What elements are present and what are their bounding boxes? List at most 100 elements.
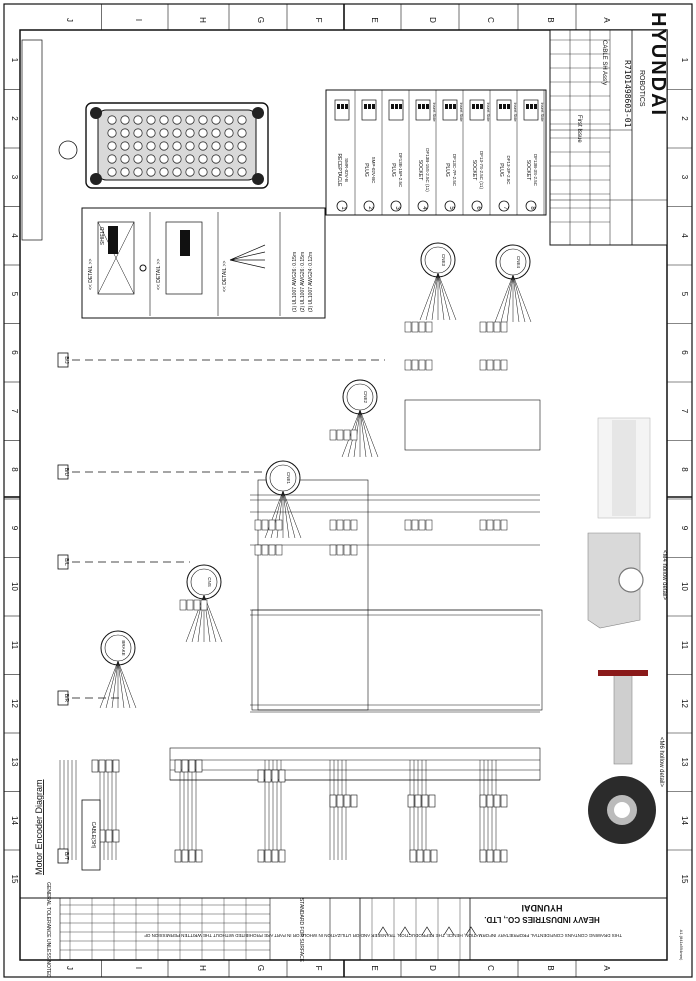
general-tolerance: GENERAL TOLERANCE UNLESS NOTED [45, 882, 51, 978]
column-letter-bottom: G [256, 965, 265, 971]
row-number-right: 13 [680, 758, 689, 767]
axis-tag: B/T [63, 852, 69, 860]
row-number-right: 4 [680, 233, 689, 238]
column-letter-top: F [314, 18, 323, 23]
row-number-left: 15 [10, 875, 19, 884]
axis-tag: B/L [63, 558, 69, 566]
column-letter-top: B [546, 17, 555, 22]
connector-type: RECEPTACLE [336, 154, 342, 188]
row-number-right: 3 [680, 175, 689, 180]
connector-type: SOCKET [525, 160, 531, 181]
detail-label-3: << DETAIL >> [222, 261, 228, 292]
part-name: CABLE SH Ass'y [601, 40, 607, 85]
encoder-tag: CNE1 [286, 472, 291, 485]
bottom-title-strip: HYUNDAI HEAVY INDUSTRIES CO., LTD. THIS … [19, 882, 684, 978]
row-number-left: 13 [10, 758, 19, 767]
connector-part: SMP-02V-BC [371, 157, 376, 185]
hollow-parts-photos: <M4 hollow detail> <M6 hollow detail> [587, 417, 667, 844]
detail-note-1: (1) UL1007 AWG26: 0.15m [292, 252, 298, 312]
row-number-left: 14 [10, 816, 19, 825]
column-letter-bottom: E [370, 965, 379, 970]
connector-ref: 2 [367, 206, 373, 210]
column-letter-top: C [486, 17, 495, 23]
first-issue: First Issue [576, 115, 582, 143]
hollow-label-2: <M6 hollow detail> [658, 737, 664, 788]
connector-part: DF13B-3S-2.5C [533, 154, 538, 187]
detail-box: << DETAIL >> << DETAIL >> << DETAIL >> S… [81, 207, 326, 319]
detail-note-3: (3) UL1007 AWG24: 0.12m [308, 252, 314, 312]
connector-part: DF13-3P-2.5C [506, 155, 511, 185]
row-number-left: 4 [10, 233, 19, 238]
row-number-right: 2 [680, 116, 689, 121]
row-number-right: 14 [680, 816, 689, 825]
row-number-right: 9 [680, 526, 689, 531]
connector-ref: 1 [340, 206, 346, 210]
row-number-right: 15 [680, 875, 689, 884]
cable-label: CABLE(SH) [90, 822, 96, 849]
row-number-left: 10 [10, 582, 19, 591]
page-title: Motor Encoder Diagram [34, 779, 44, 875]
row-number-left: 7 [10, 409, 19, 414]
title-block: HYUNDAI ROBOTICS R7101498603-01 CABLE SH… [549, 12, 669, 246]
column-letter-bottom: H [198, 965, 207, 971]
connector-part: DF13B-15S-2.5C (11) [425, 148, 430, 192]
encoder-tag: CNE4 [516, 256, 521, 269]
row-number-left: 5 [10, 292, 19, 297]
axis-tag: B/J [63, 356, 69, 364]
row-number-right: 7 [680, 409, 689, 414]
encoder-tag: CNE3 [441, 254, 446, 267]
row-number-left: 12 [10, 699, 19, 708]
brand-sub: ROBOTICS [638, 70, 645, 107]
column-letter-bottom: F [314, 966, 323, 971]
connector-ref: 3 [394, 206, 400, 210]
row-number-right: 5 [680, 292, 689, 297]
column-letter-bottom: C [486, 965, 495, 971]
row-number-left: 2 [10, 116, 19, 121]
sheet-size: A1 (841x594mm) [679, 930, 684, 961]
connector-ref: 7 [502, 206, 508, 210]
column-letter-top: I [134, 19, 143, 21]
company-name: HYUNDAI [521, 903, 562, 913]
company-name-2: HEAVY INDUSTRIES CO., LTD. [484, 915, 600, 924]
row-number-right: 11 [680, 641, 689, 650]
insert-side-label: Insert Side [486, 102, 491, 122]
column-letter-top: J [65, 18, 74, 22]
connector-part: SMR-02V-B [344, 158, 349, 182]
row-number-left: 1 [10, 58, 19, 63]
legal-notice: THIS DRAWING CONTAINS CONFIDENTIAL PROPR… [144, 933, 622, 938]
surface-standard: STANDARD FOR SURFACE [298, 898, 304, 963]
axis-tag: B/R [63, 694, 69, 703]
connector-type: SOCKET [471, 160, 477, 181]
drawing-number: R7101498603-01 [623, 60, 632, 128]
hollow-label-1: <M4 hollow detail> [661, 550, 667, 601]
row-number-left: 11 [10, 641, 19, 650]
connector-type: PLUG [390, 163, 396, 177]
detail-label-1: << DETAIL >> [88, 259, 94, 290]
encoder-tag: BRAKE [121, 640, 126, 655]
connector-ref: 6 [475, 206, 481, 210]
row-number-right: 12 [680, 699, 689, 708]
connector-part: DF13B-15P-2.5C [398, 153, 403, 188]
column-letter-bottom: B [546, 965, 555, 970]
column-letter-top: H [198, 17, 207, 23]
connector-part: DF13C-7P-2.5C [452, 154, 457, 187]
detail-note-2: (2) UL1007 AWG26: 0.15m [300, 252, 306, 312]
column-letter-top: G [256, 17, 265, 23]
encoder-tag: CNS [207, 577, 212, 587]
connector-type: PLUG [444, 163, 450, 177]
insert-side-label: Insert Side [459, 102, 464, 122]
connector-ref: 4 [421, 206, 427, 210]
insert-side-label: Insert Side [432, 102, 437, 122]
insert-side-label: Insert Side [513, 102, 518, 122]
brand-logo: HYUNDAI [647, 12, 669, 117]
column-letter-bottom: I [134, 967, 143, 969]
encoder-tag: CNE2 [363, 391, 368, 404]
connector-part: DF13-7S-2.5C (11) [479, 151, 484, 189]
